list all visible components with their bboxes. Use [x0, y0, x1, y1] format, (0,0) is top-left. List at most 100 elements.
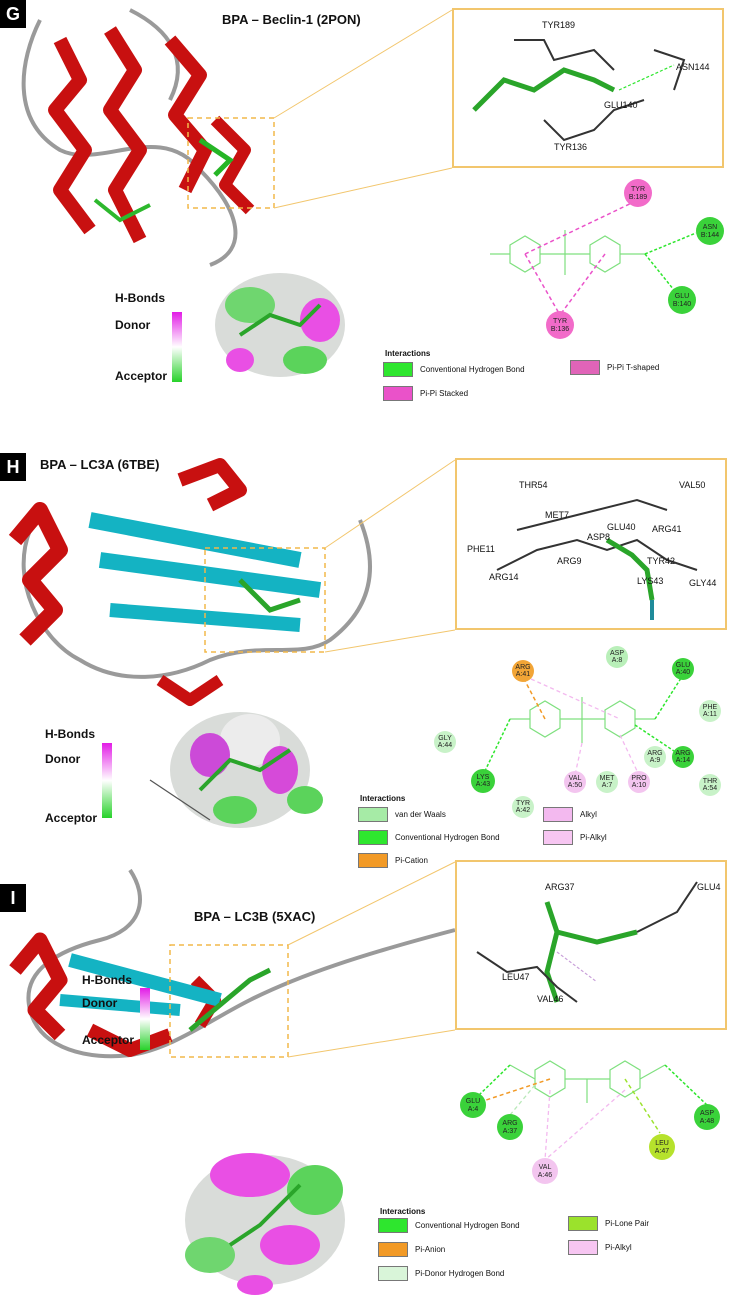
- panel-letter: G: [0, 0, 26, 28]
- residue-node: ASP A:48: [694, 1104, 720, 1130]
- zoom-box: ARG37 GLU4 LEU47 VAL46: [455, 860, 727, 1030]
- interaction-diagram: ARG A:41 ASP A:8 GLU A:40 PHE A:11 GLY A…: [434, 646, 721, 818]
- residue-node: LEU A:47: [649, 1134, 675, 1160]
- svg-text:GLU: GLU: [466, 1098, 480, 1105]
- zoom-label: LEU47: [502, 972, 530, 982]
- legend-swatch: [383, 386, 413, 401]
- residue-node: GLU A:4: [460, 1092, 486, 1118]
- legend-label: Pi-Cation: [395, 856, 428, 865]
- svg-text:ARG: ARG: [515, 664, 530, 671]
- legend-swatch: [378, 1242, 408, 1257]
- legend-label: Conventional Hydrogen Bond: [395, 833, 500, 842]
- zoom-label: ASN144: [676, 62, 710, 72]
- svg-text:TYR: TYR: [516, 800, 530, 807]
- residue-node: TYR A:42: [512, 796, 534, 818]
- protein-cartoon: [21, 8, 453, 267]
- interaction-diagram: GLU A:4 ARG A:37 ASP A:48 LEU A:47 VAL A…: [460, 1060, 720, 1184]
- protein-cartoon: [8, 458, 456, 706]
- hbonds-acceptor-label: Acceptor: [115, 369, 168, 383]
- svg-text:A:10: A:10: [632, 782, 647, 789]
- svg-text:A:7: A:7: [602, 782, 613, 789]
- residue-node: GLY A:44: [434, 731, 456, 753]
- legend-label: Alkyl: [580, 810, 597, 819]
- svg-text:A:47: A:47: [655, 1148, 670, 1155]
- svg-text:GLY: GLY: [438, 735, 452, 742]
- residue-node: PRO A:10: [628, 771, 650, 793]
- hbonds-donor-label: Donor: [45, 752, 81, 766]
- svg-text:LEU: LEU: [655, 1140, 669, 1147]
- residue-node: GLU A:40: [672, 658, 694, 680]
- svg-text:A:41: A:41: [516, 671, 531, 678]
- svg-text:A:46: A:46: [538, 1172, 553, 1179]
- zoom-label: PHE11: [467, 544, 495, 554]
- zoom-label: ARG37: [545, 882, 575, 892]
- legend-label: Pi-Anion: [415, 1245, 446, 1254]
- zoom-structure: TYR189 ASN144 GLU140 TYR136: [472, 20, 710, 152]
- residue-node: VAL A:46: [532, 1158, 558, 1184]
- hbond-surface: [215, 273, 345, 377]
- svg-text:ARG: ARG: [675, 750, 690, 757]
- svg-text:B:189: B:189: [629, 194, 647, 201]
- svg-text:A:11: A:11: [703, 711, 717, 718]
- svg-text:A:40: A:40: [676, 669, 691, 676]
- legend-label: Conventional Hydrogen Bond: [415, 1221, 520, 1230]
- residue-node: ARG A:37: [497, 1114, 523, 1140]
- hbonds-acceptor-label: Acceptor: [82, 1033, 135, 1047]
- hbonds-title: H-Bonds: [82, 973, 132, 987]
- zoom-label: TYR189: [542, 20, 575, 30]
- svg-text:GLU: GLU: [675, 293, 689, 300]
- residue-node: THR A:54: [699, 774, 721, 796]
- svg-text:A:4: A:4: [468, 1106, 479, 1113]
- legend-label: Pi-Pi T-shaped: [607, 363, 660, 372]
- zoom-label: VAL46: [537, 994, 563, 1004]
- zoom-box: TYR189 ASN144 GLU140 TYR136: [452, 8, 724, 168]
- residue-node: ARG A:9: [644, 746, 666, 768]
- hbonds-title: H-Bonds: [115, 291, 165, 305]
- zoom-label: GLU40: [607, 522, 636, 532]
- svg-text:A:54: A:54: [703, 785, 718, 792]
- zoom-label: TYR136: [554, 142, 587, 152]
- zoom-structure: ARG37 GLU4 LEU47 VAL46: [476, 881, 721, 1004]
- zoom-label: ARG14: [489, 572, 519, 582]
- zoom-label: TYR42: [647, 556, 675, 566]
- protein-cartoon: [9, 861, 456, 1059]
- hbond-surface: [149, 712, 323, 828]
- legend-swatch: [358, 853, 388, 868]
- panel-title: BPA – Beclin-1 (2PON): [222, 12, 361, 27]
- panel-g: G BPA – Beclin-1 (2PON) TYR189 ASN144 GL…: [0, 0, 730, 420]
- legend-label: van der Waals: [395, 810, 446, 819]
- hbonds-color-scale: [102, 743, 112, 818]
- zoom-label: GLU4: [697, 882, 721, 892]
- svg-text:A:8: A:8: [612, 657, 623, 664]
- zoom-label: THR54: [519, 480, 548, 490]
- svg-text:B:136: B:136: [551, 326, 569, 333]
- svg-text:B:140: B:140: [673, 301, 691, 308]
- legend-swatch: [378, 1218, 408, 1233]
- svg-text:LYS: LYS: [477, 774, 490, 781]
- legend-swatch: [358, 830, 388, 845]
- svg-text:A:43: A:43: [476, 781, 491, 788]
- interactions-title: Interactions: [380, 1207, 426, 1216]
- hbonds-donor-label: Donor: [82, 996, 118, 1010]
- panel-i: I BPA – LC3B (5XAC) ARG37 GLU4 LEU47 VAL…: [0, 860, 730, 1299]
- svg-text:B:144: B:144: [701, 232, 719, 239]
- legend-label: Pi-Lone Pair: [605, 1219, 650, 1228]
- residue-node: MET A:7: [596, 771, 618, 793]
- hbonds-color-scale: [140, 988, 150, 1050]
- interaction-diagram: TYR B:189 ASN B:144 GLU B:140 TYR B:136: [490, 179, 724, 339]
- zoom-label: GLU140: [604, 100, 638, 110]
- svg-text:A:50: A:50: [568, 782, 583, 789]
- svg-text:PHE: PHE: [703, 704, 718, 711]
- svg-text:ASP: ASP: [610, 650, 624, 657]
- residue-node: VAL A:50: [564, 771, 586, 793]
- zoom-label: VAL50: [679, 480, 705, 490]
- legend-swatch: [543, 830, 573, 845]
- legend-label: Pi-Alkyl: [605, 1243, 632, 1252]
- residue-node: ARG A:14: [672, 746, 694, 768]
- zoom-label: GLY44: [689, 578, 716, 588]
- panel-title: BPA – LC3B (5XAC): [194, 909, 316, 924]
- svg-text:THR: THR: [703, 778, 717, 785]
- legend-swatch: [383, 362, 413, 377]
- zoom-structure: THR54 VAL50 MET7 GLU40 ARG41 ASP8 PHE11 …: [467, 480, 716, 620]
- hbonds-acceptor-label: Acceptor: [45, 811, 98, 825]
